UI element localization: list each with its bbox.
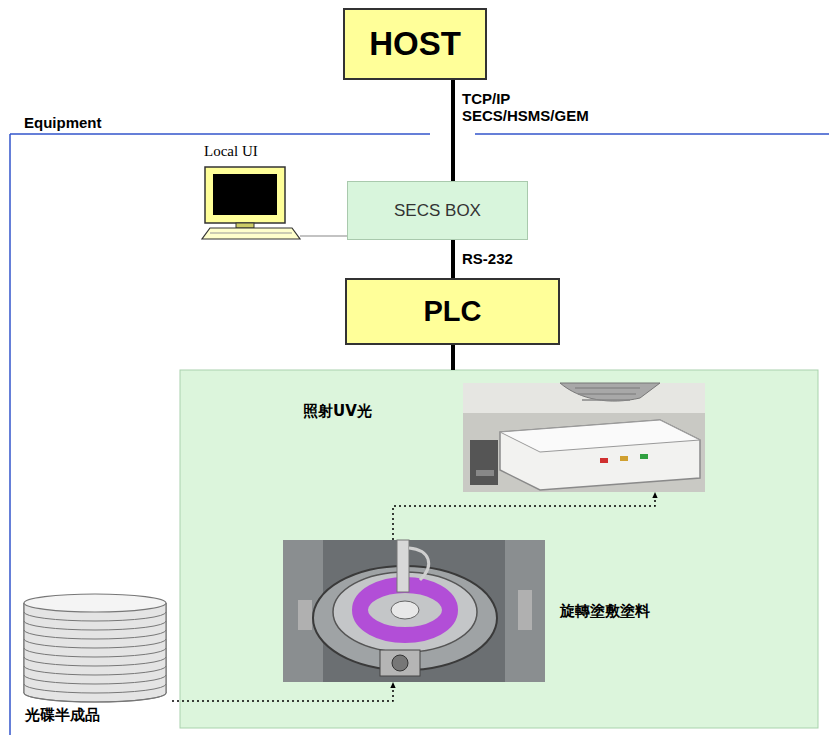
station-label: 照射UV光 xyxy=(303,402,372,421)
spin-coater-station: 旋轉塗敷塗料 xyxy=(283,540,545,682)
plc-box: PLC xyxy=(345,278,560,345)
spin-coater-photo xyxy=(283,540,545,682)
equipment-boundary xyxy=(10,134,829,735)
protocol-label: RS-232 xyxy=(462,250,552,267)
uv-lamp-station: 照射UV光 xyxy=(463,383,705,492)
link-line xyxy=(451,80,455,181)
flow-arrow xyxy=(393,492,655,540)
station-label: 旋轉塗敷塗料 xyxy=(560,602,650,621)
disc-stack-node: 光碟半成品 xyxy=(18,594,172,704)
station-label: 光碟半成品 xyxy=(25,706,100,725)
link-line xyxy=(300,235,347,236)
flow-arrow xyxy=(172,682,393,701)
computer-icon xyxy=(202,167,300,239)
secs-box: SECS BOX xyxy=(347,181,528,240)
disc-stack xyxy=(24,594,166,702)
local-ui-terminal: Local UI xyxy=(200,165,300,240)
process-region xyxy=(180,370,818,728)
uv-lamp-photo xyxy=(463,383,705,492)
box-label: HOST xyxy=(369,25,461,63)
protocol-label: TCP/IP SECS/HSMS/GEM xyxy=(462,90,597,124)
station-label: Local UI xyxy=(204,143,258,160)
box-label: PLC xyxy=(424,295,482,328)
host-box: HOST xyxy=(343,8,487,80)
link-line xyxy=(451,240,455,278)
plc-wire xyxy=(451,345,455,370)
boundary-label: Equipment xyxy=(24,114,102,131)
box-label: SECS BOX xyxy=(394,201,481,221)
